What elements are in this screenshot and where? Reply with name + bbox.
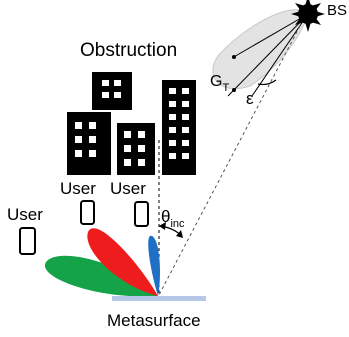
metasurface-plate xyxy=(112,296,206,301)
incidence-arrow-tail xyxy=(176,230,183,238)
bs-beam-lobe xyxy=(212,9,309,90)
incidence-arrow-head xyxy=(159,222,166,230)
reflected-beams xyxy=(44,228,160,297)
gain-line-upper xyxy=(231,13,309,59)
user-label-1: User xyxy=(7,205,43,224)
metasurface-label: Metasurface xyxy=(107,311,201,330)
green-beam xyxy=(44,255,158,297)
building-left xyxy=(67,112,111,175)
building-windows xyxy=(75,80,189,166)
building-small-top xyxy=(92,72,132,110)
gain-line-lower xyxy=(227,13,309,97)
user-label-3: User xyxy=(110,179,146,198)
building-center xyxy=(117,123,155,175)
building-tall xyxy=(162,80,196,175)
bs-label: BS xyxy=(327,2,347,19)
blue-beam xyxy=(148,235,160,296)
phone-icon xyxy=(80,200,95,225)
phone-icon xyxy=(19,227,36,255)
gain-point-lower xyxy=(232,88,236,92)
gain-point-upper xyxy=(232,55,236,59)
phone-icon xyxy=(134,201,149,227)
gain-label: GT xyxy=(210,73,229,94)
red-beam xyxy=(87,228,158,296)
user-label-2: User xyxy=(60,179,96,198)
epsilon-label: ε xyxy=(246,89,254,108)
obstruction-buildings xyxy=(67,72,196,175)
bs-node-icon xyxy=(291,0,325,32)
obstruction-label: Obstruction xyxy=(80,40,177,61)
theta-inc-label: θinc xyxy=(161,207,185,230)
incident-path-line xyxy=(158,25,301,296)
epsilon-arc xyxy=(257,79,277,86)
